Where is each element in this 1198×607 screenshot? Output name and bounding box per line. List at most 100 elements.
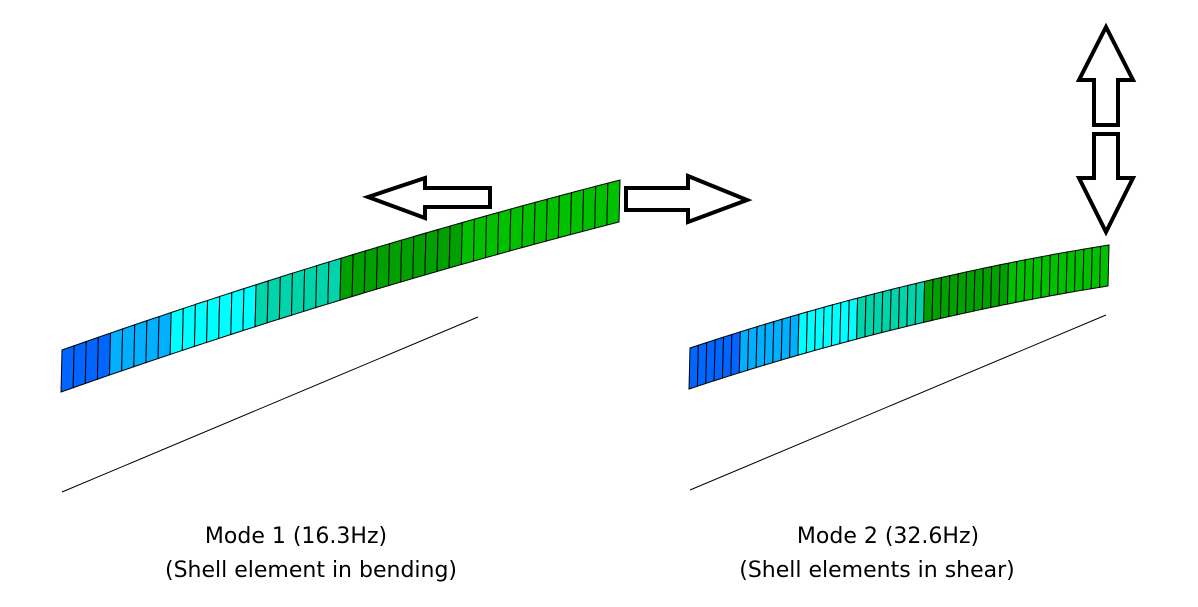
shell-element [990, 264, 1001, 309]
shell-element [230, 287, 245, 336]
shell-element [388, 239, 403, 287]
shell-element [278, 272, 293, 320]
shell-element [569, 188, 585, 236]
shell-element [897, 284, 909, 330]
shell-element [914, 280, 926, 326]
shell-element [923, 278, 934, 324]
shell-element [303, 264, 318, 313]
shell-element [254, 280, 269, 328]
shell-element [375, 242, 391, 290]
shell-element [763, 320, 775, 366]
up-arrow-icon [1075, 22, 1137, 127]
shell-element [121, 324, 136, 372]
shell-element [713, 336, 725, 382]
shell-element [133, 319, 148, 368]
shell-element [722, 333, 733, 379]
shell-element [931, 276, 942, 322]
shell-element [412, 232, 427, 280]
shell-element [400, 235, 415, 283]
shell-element [557, 191, 572, 239]
shell-element [606, 179, 621, 226]
shell-element [218, 291, 233, 340]
shell-element [1032, 255, 1043, 300]
shell-element [485, 211, 500, 259]
shell-element [1048, 252, 1060, 297]
shell-element [1040, 254, 1051, 299]
mode-2-beam [688, 244, 1110, 390]
shell-element [424, 228, 439, 276]
shell-element [206, 295, 221, 344]
shell-element [157, 311, 172, 360]
shell-element [1099, 244, 1110, 288]
shell-element [363, 246, 378, 294]
shell-element [448, 221, 463, 269]
shell-element [822, 304, 833, 349]
shell-element [460, 218, 475, 266]
shell-element [1065, 249, 1076, 294]
shell-element [169, 307, 184, 356]
mode-1-title: Mode 1 (16.3Hz) [204, 524, 388, 549]
shell-element [533, 198, 548, 246]
shell-element [965, 269, 976, 314]
shell-element [339, 253, 354, 301]
down-arrow-icon [1075, 132, 1137, 237]
shell-element [145, 315, 160, 364]
shell-element [956, 271, 968, 316]
left-arrow-icon [361, 175, 492, 221]
shell-element [872, 290, 884, 336]
shell-element [351, 250, 366, 298]
right-arrow-icon [624, 173, 753, 225]
shell-element [856, 295, 867, 340]
shell-element [521, 201, 536, 249]
shell-element [1006, 260, 1018, 305]
mode-1-subtitle: (Shell element in bending) [164, 558, 458, 583]
shell-element [545, 195, 560, 242]
shell-element [772, 318, 783, 364]
shell-element [805, 308, 817, 354]
shell-element [948, 273, 959, 318]
shell-element [436, 225, 451, 273]
shell-element [981, 265, 993, 310]
shell-element [509, 205, 524, 252]
shell-element [797, 311, 808, 356]
shell-element [193, 299, 209, 348]
shell-element [1090, 245, 1102, 290]
mode-2-title: Mode 2 (32.6Hz) [796, 524, 980, 549]
mode-2-subtitle: (Shell elements in shear) [739, 558, 1015, 583]
shell-element [939, 274, 951, 320]
shell-element [780, 315, 792, 361]
shell-element [1073, 248, 1085, 293]
shell-element [814, 306, 825, 352]
shell-element [1057, 251, 1068, 296]
shell-element [973, 267, 984, 312]
shell-element [594, 182, 609, 229]
shell-element [315, 261, 330, 309]
shell-element [472, 215, 488, 262]
shell-element [839, 299, 850, 345]
shell-element [847, 297, 859, 342]
shell-element [1082, 247, 1093, 291]
shell-element [60, 345, 75, 393]
shell-element [96, 332, 112, 380]
shell-element [730, 331, 741, 377]
shell-element [1015, 259, 1026, 304]
shell-element [738, 328, 750, 374]
shell-element [906, 282, 917, 328]
shell-element [109, 328, 124, 376]
shell-element [84, 336, 99, 385]
shell-element [705, 339, 716, 385]
shell-element [327, 257, 342, 305]
shell-element [497, 208, 512, 256]
shell-element [830, 301, 842, 347]
shell-element [998, 262, 1009, 307]
shell-element [242, 284, 257, 332]
shell-element [864, 293, 875, 338]
mode-2-undeformed-line [689, 314, 1107, 491]
shell-element [582, 185, 597, 233]
shell-element [266, 276, 281, 324]
shell-element [889, 286, 901, 332]
shell-element [789, 313, 800, 359]
shell-element [881, 288, 892, 334]
